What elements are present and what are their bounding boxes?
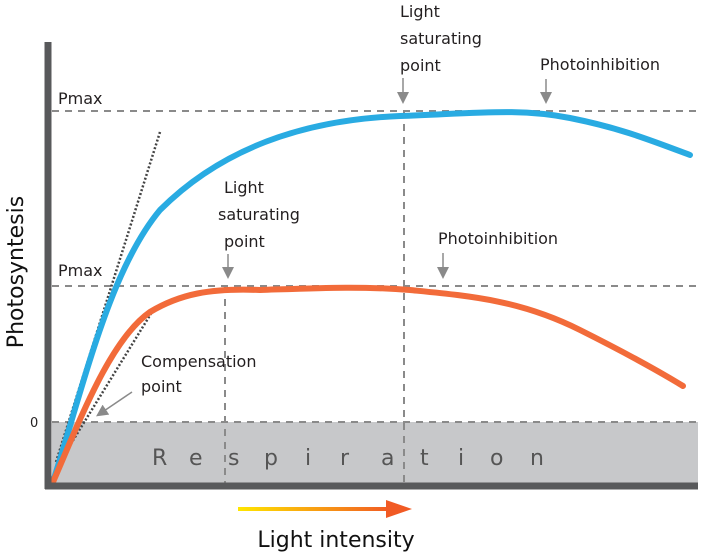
pmax-lower-label: Pmax [58,261,103,280]
respiration-letter: o [490,446,503,471]
compensation-line-1: Compensation [141,352,256,371]
y-axis-label: Photosyntesis [4,196,29,348]
respiration-band [52,422,698,486]
light-intensity-arrow-shaft [238,507,390,511]
x-axis-label: Light intensity [257,528,414,553]
respiration-letter: i [458,446,464,471]
lower-saturation-line-3: point [224,232,265,251]
compensation-arrow [96,391,133,417]
upper-photoinhibition-label: Photoinhibition [540,55,660,74]
respiration-label: R e s p i r a t i o n [152,446,544,471]
lower-saturation-line-1: Light [224,178,264,197]
lower-saturation-line-2: saturating [218,205,300,224]
light-intensity-arrow-head [386,500,412,518]
upper-curve [50,109,693,485]
respiration-letter: p [264,446,278,471]
pmax-upper-label: Pmax [58,89,103,108]
lower-initial-slope-line [54,311,154,469]
respiration-letter: n [530,446,544,471]
respiration-letter: i [305,446,311,471]
compensation-line-2: point [141,377,182,396]
upper-saturation-label: Light saturating point [400,2,482,75]
upper-saturation-line-2: saturating [400,29,482,48]
upper-saturation-line-1: Light [400,2,440,21]
respiration-letter: s [228,446,239,471]
respiration-letter: t [420,446,429,471]
light-intensity-arrow [238,500,412,518]
lower-saturation-label: Light saturating point [218,178,300,251]
respiration-letter: R [152,446,167,471]
compensation-point-label: Compensation point [141,352,256,396]
respiration-letter: a [381,446,394,471]
lower-curve [50,284,686,485]
respiration-letter: e [189,446,203,471]
lower-photoinhibition-label: Photoinhibition [438,229,558,248]
upper-saturation-line-3: point [400,56,441,75]
zero-label: 0 [30,416,38,431]
respiration-letter: r [340,446,350,471]
